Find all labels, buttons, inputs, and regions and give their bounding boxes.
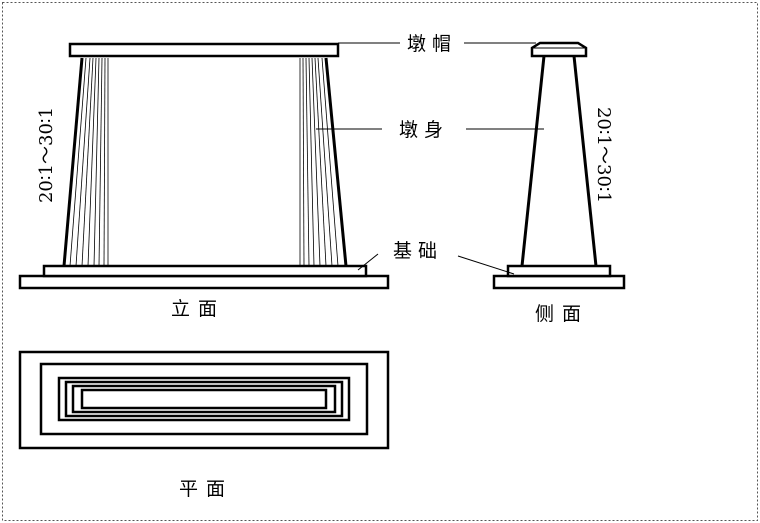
shaft-label: 墩身 — [399, 119, 449, 141]
plan-foundation-upper — [39, 362, 369, 436]
plan-shaft-top — [64, 380, 344, 418]
elevation-shaft-right-edge — [324, 57, 348, 267]
side-cap — [530, 41, 588, 58]
side-foundation-lower — [492, 274, 626, 290]
plan-cap — [71, 384, 337, 414]
plan-cap-inner — [80, 388, 328, 410]
elevation-shaft-hatch-left — [69, 57, 109, 267]
elevation-cap — [68, 42, 340, 58]
plan-shaft-base — [57, 376, 351, 422]
plan-view — [18, 350, 390, 450]
elevation-foundation-upper — [42, 264, 368, 278]
side-foundation-upper — [506, 264, 612, 278]
elevation-shaft-hatch-right — [299, 57, 339, 267]
plan-foundation-lower — [18, 350, 390, 450]
plan-title: 平面 — [179, 478, 233, 500]
cap-label: 墩帽 — [407, 33, 457, 55]
side-view — [492, 41, 626, 290]
side-shaft-right-edge — [572, 55, 598, 267]
foundation-leader-right — [457, 255, 515, 275]
leader-lines — [316, 42, 544, 275]
side-shaft-left-edge — [520, 55, 546, 267]
foundation-leader-left — [357, 253, 379, 271]
side-slope-label: 20∶1～30∶1 — [593, 107, 614, 203]
elevation-title: 立面 — [171, 298, 225, 320]
elevation-view — [18, 42, 390, 290]
elevation-foundation-lower — [18, 274, 390, 290]
elevation-slope-label: 20∶1～30∶1 — [36, 107, 57, 203]
side-title: 侧面 — [535, 303, 589, 325]
foundation-label: 基础 — [393, 240, 443, 262]
elevation-shaft-left-edge — [62, 57, 84, 267]
